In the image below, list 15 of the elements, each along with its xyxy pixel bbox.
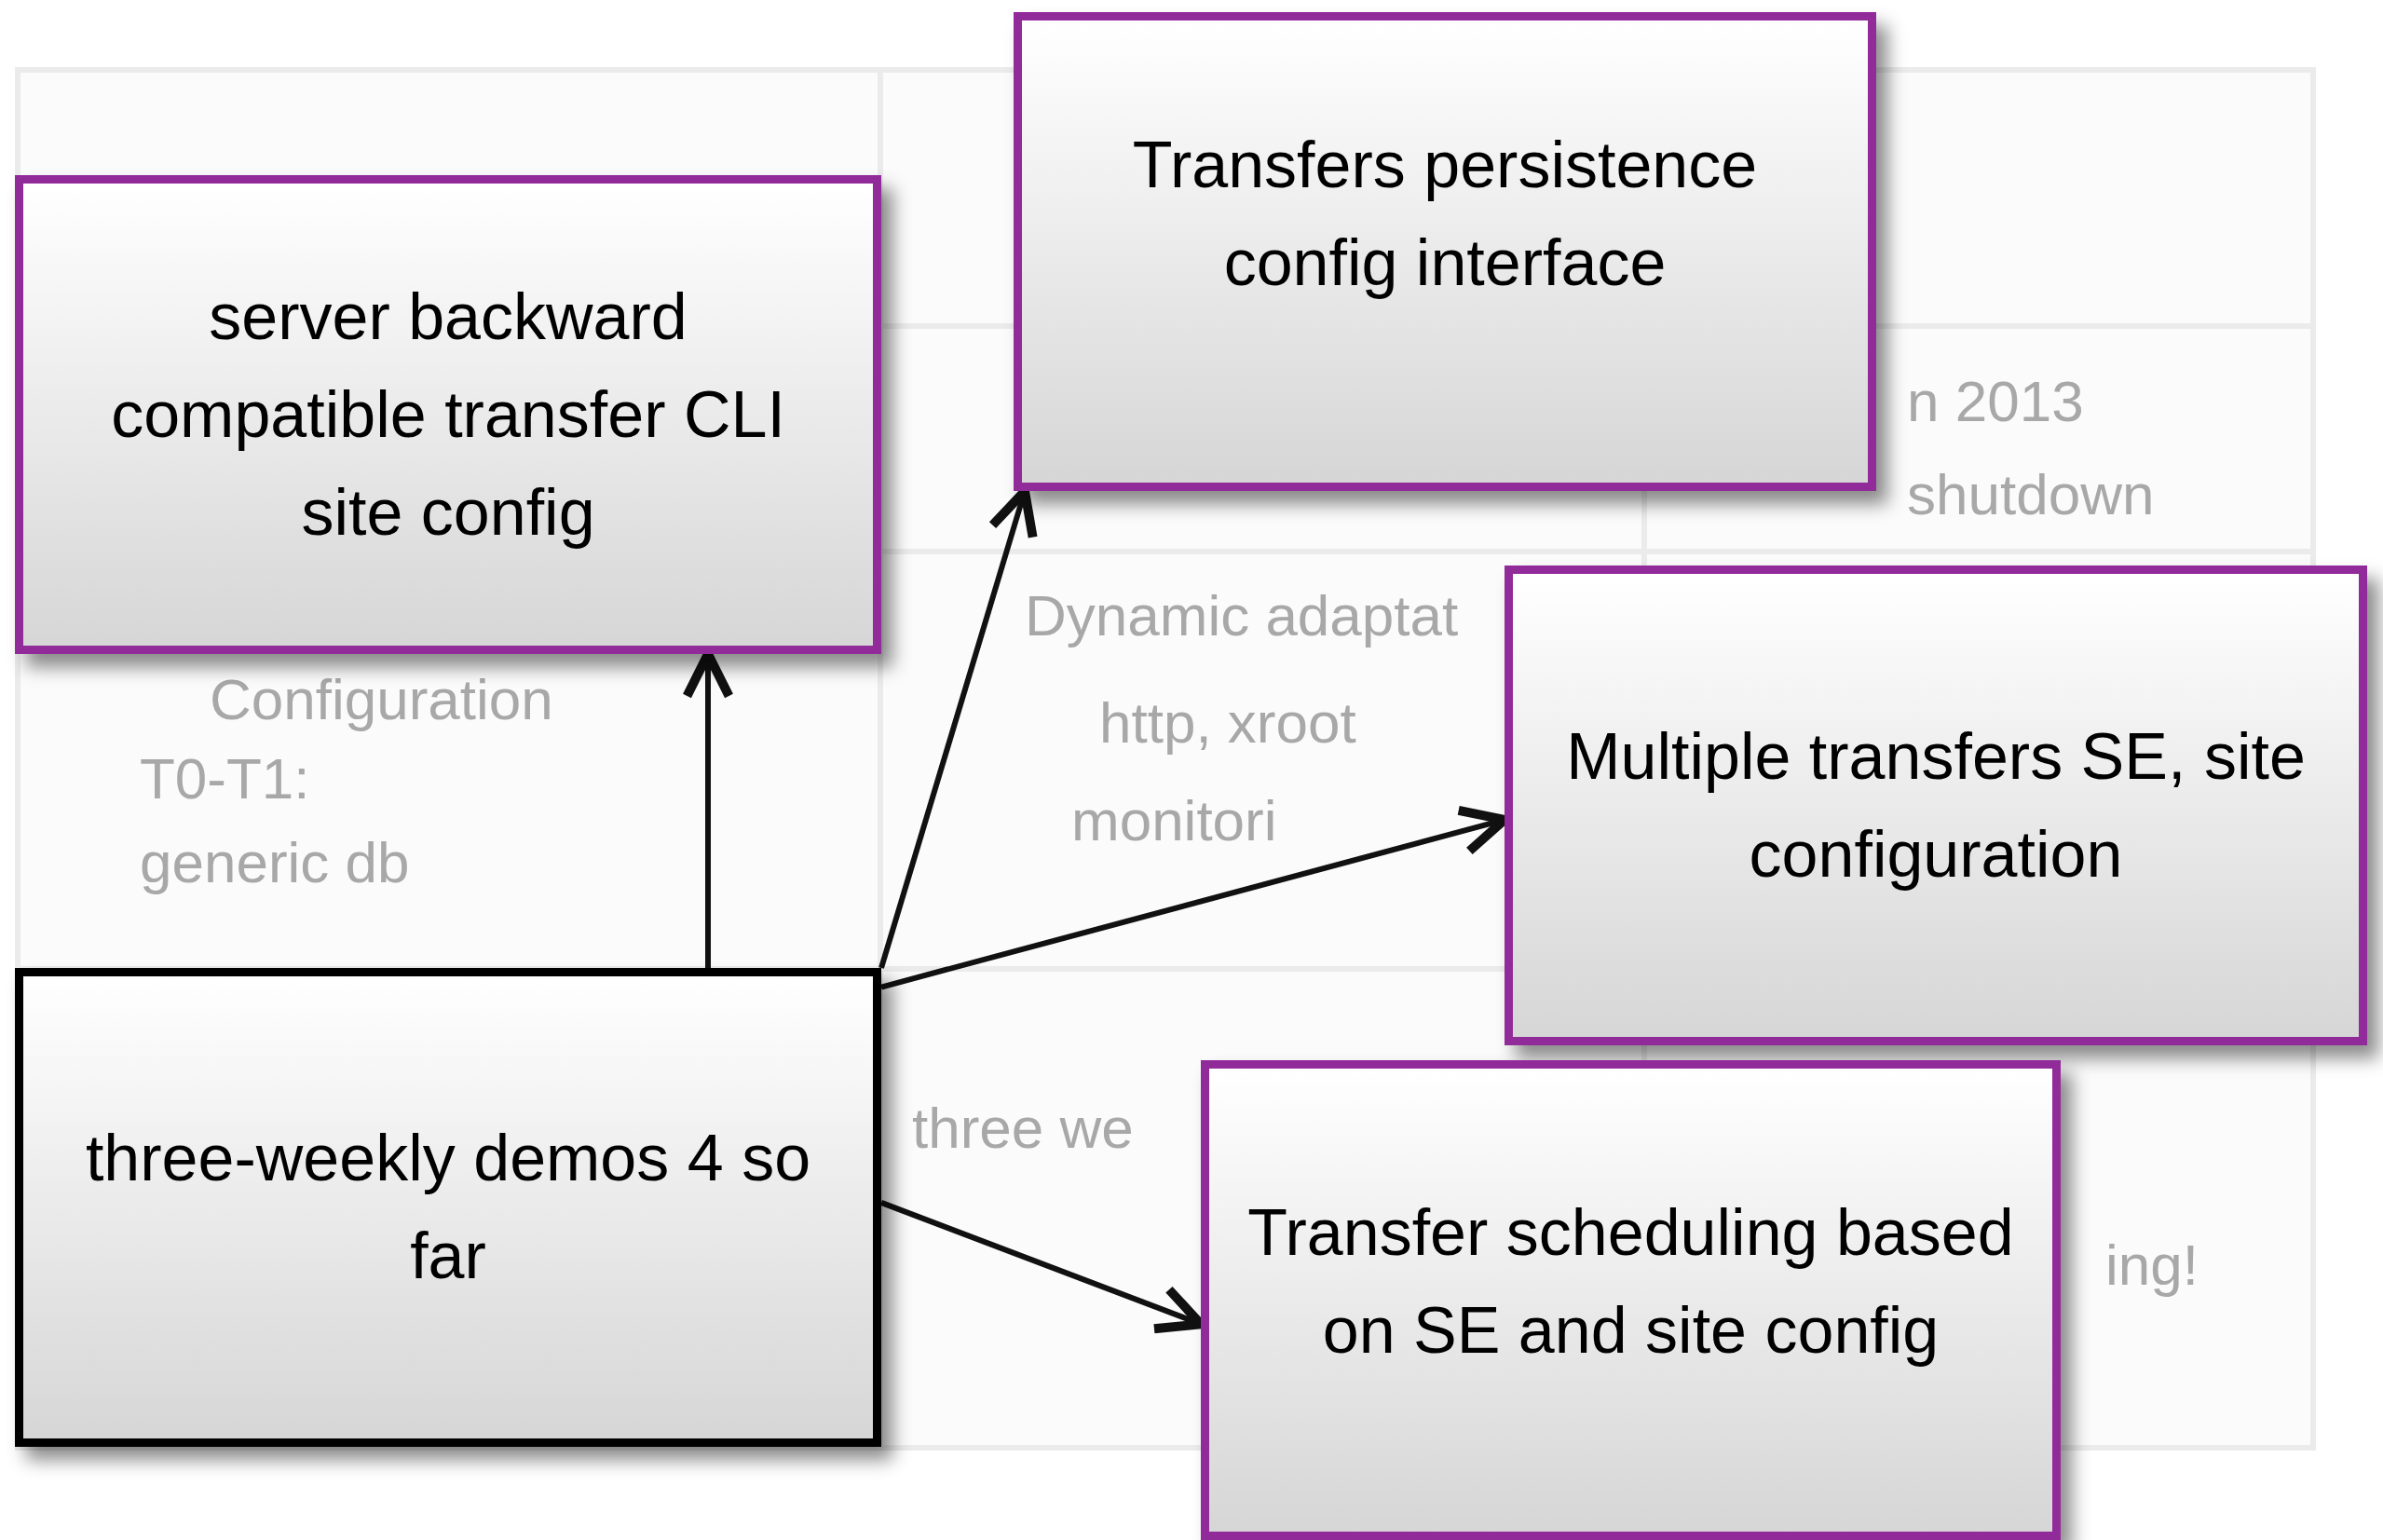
text-box: [1505, 566, 2367, 1045]
box-text: Transfer scheduling based on SE and site config: [1246, 1194, 2015, 1369]
faded-table-text: three we: [912, 1099, 1134, 1157]
faded-table-text: monitori: [1071, 792, 1277, 850]
box-text: server backward compatible transfer CLI site config: [110, 279, 786, 551]
text-box: [15, 968, 881, 1447]
faded-table-text: shutdown: [1907, 466, 2155, 524]
box-text: three-weekly demos 4 so far: [84, 1121, 812, 1294]
faded-table-text: n 2013: [1907, 373, 2084, 430]
text-box: [1014, 12, 1876, 491]
box-text: Transfers persistence config interface: [1131, 128, 1759, 301]
faded-table-text: T0-T1:: [140, 750, 310, 808]
box-text: Multiple transfers SE, site configuration: [1565, 718, 2307, 893]
text-box: [1201, 1060, 2061, 1540]
text-box: [15, 175, 881, 654]
